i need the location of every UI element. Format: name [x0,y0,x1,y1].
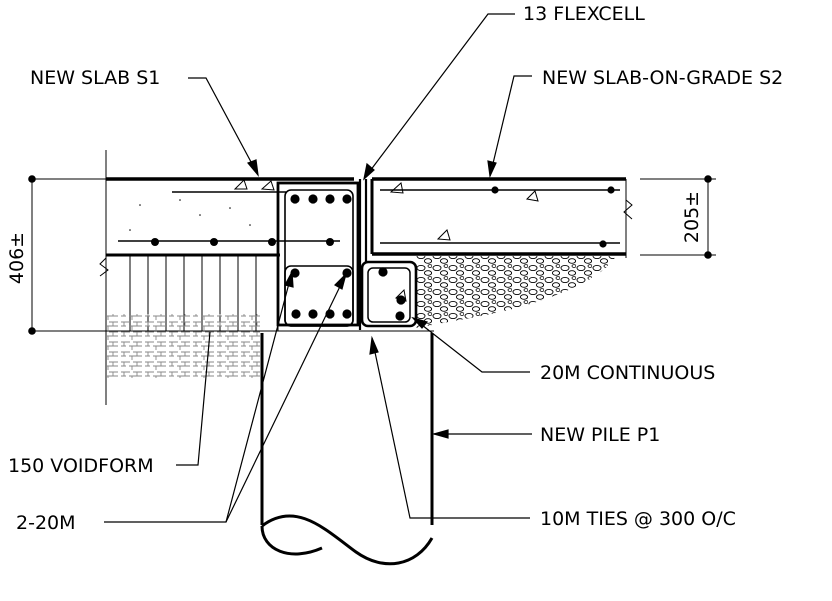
label-flexcell: 13 FLEXCELL [523,3,645,25]
label-continuous: 20M CONTINUOUS [540,362,715,384]
pile [260,333,434,566]
soil-hatch [107,314,260,378]
callout-flexcell [363,13,515,181]
callout-slab-s2 [487,75,532,179]
dimension-right-text: 205± [681,191,703,243]
label-bars: 2-20M [16,512,76,534]
gravel-fill [416,256,616,328]
slab-s2 [370,177,633,258]
label-voidform: 150 VOIDFORM [8,455,154,477]
callout-slab-s1 [188,77,259,177]
callout-bars [104,269,348,523]
callout-voidform [176,331,211,466]
callout-pile [431,429,532,439]
dimension-left-text: 406± [6,232,28,284]
label-pile: NEW PILE P1 [540,424,660,446]
label-slab-s2: NEW SLAB-ON-GRADE S2 [542,67,783,89]
label-slab-s1: NEW SLAB S1 [30,67,160,89]
callout-continuous [411,316,530,373]
callout-ties [369,335,530,519]
grade-beam [260,179,434,332]
dimension-left [28,175,106,335]
dimension-right [640,175,716,259]
label-ties: 10M TIES @ 300 O/C [540,508,736,530]
